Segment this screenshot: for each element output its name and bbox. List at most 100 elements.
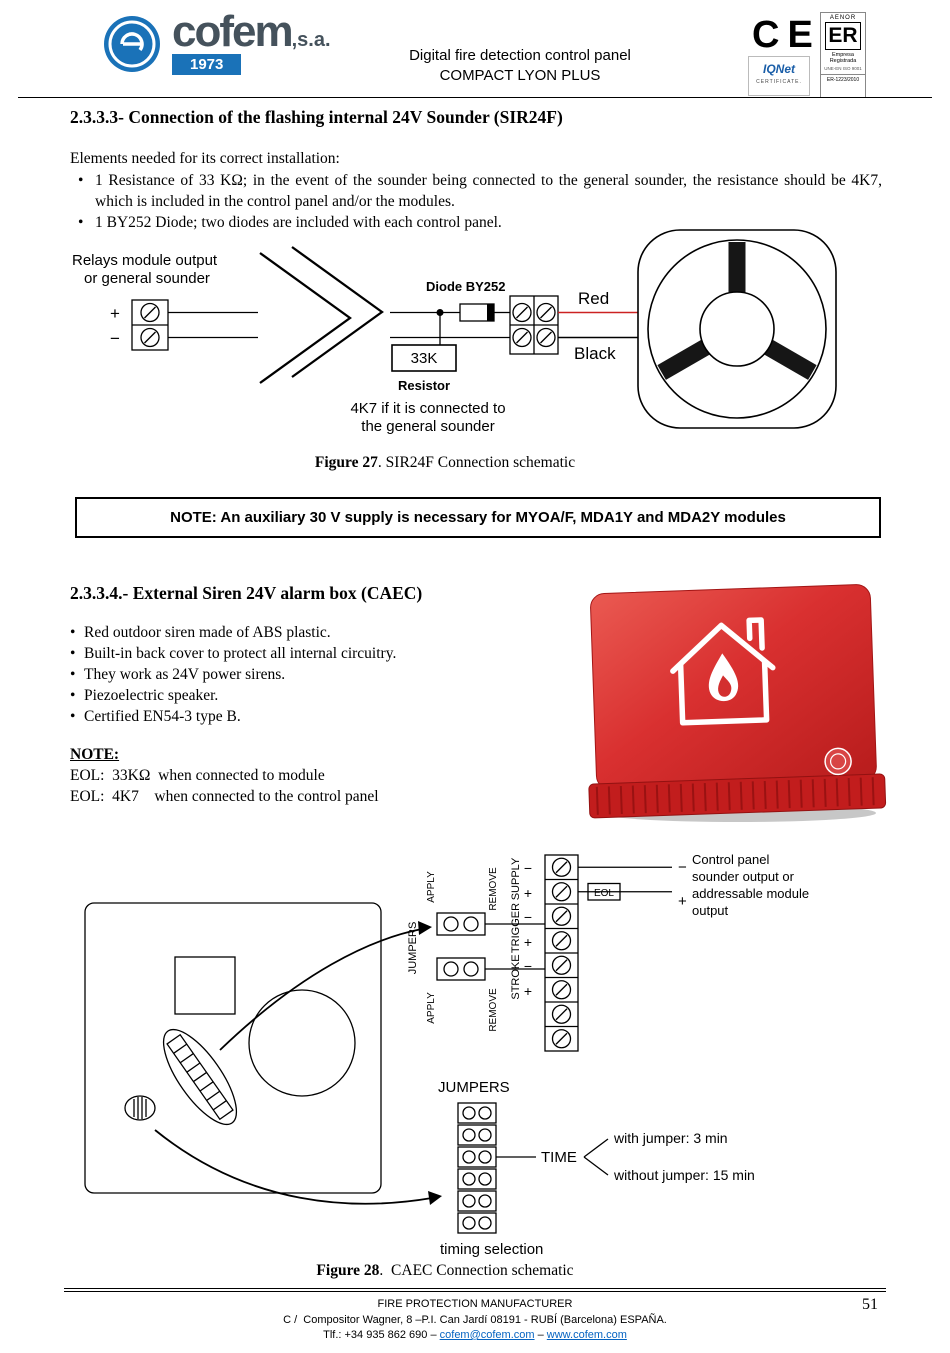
red-wire-label: Red	[578, 289, 609, 308]
terminal-strip	[544, 854, 579, 1052]
eol-label: EOL	[594, 888, 614, 899]
trigger-label: TRIGGER	[510, 903, 522, 953]
eol-note-label-text: NOTE:	[70, 746, 120, 763]
jumpers-heading: JUMPERS	[438, 1079, 510, 1096]
list-item: Certified EN54-3 type B.	[70, 706, 570, 727]
sounder-drawing	[637, 229, 837, 429]
sounder-terminal-block	[509, 295, 559, 355]
section-title-sir24f: 2.3.3.3- Connection of the flashing inte…	[70, 107, 563, 127]
figure28-caption-text: . CAEC Connection schematic	[379, 1262, 574, 1279]
caec-siren-image	[588, 584, 887, 822]
house-flame-icon	[670, 617, 776, 726]
document-title: Digital fire detection control panel COM…	[320, 46, 720, 86]
ce-mark: CE	[752, 14, 821, 56]
minus-sign: −	[110, 329, 120, 348]
footer-phone: Tlf.: +34 935 862 690 –	[323, 1329, 440, 1341]
iqnet-logo-text: IQNet	[762, 62, 795, 76]
document-title-line1: Digital fire detection control panel	[409, 47, 631, 64]
cofem-logo-text-block: cofem,s.a. 1973	[172, 10, 331, 75]
flame-inner	[718, 675, 732, 697]
strobe-plus-sign: +	[524, 983, 532, 999]
relays-output-label-line2: or general sounder	[84, 270, 210, 287]
cofem-logo: cofem,s.a. 1973	[98, 10, 331, 80]
left-terminal-block	[131, 299, 169, 351]
footer: FIRE PROTECTION MANUFACTURER C / Composi…	[0, 1297, 950, 1344]
timing-selection-label: timing selection	[440, 1241, 543, 1258]
caec-bullet-list: Red outdoor siren made of ABS plastic. B…	[70, 622, 570, 727]
list-item: 1 BY252 Diode; two diodes are included w…	[70, 212, 882, 233]
siren-emblem	[824, 747, 852, 776]
footer-divider	[64, 1288, 886, 1292]
cofem-logo-icon	[104, 16, 160, 72]
without-jumper-label: without jumper: 15 min	[613, 1167, 755, 1183]
list-item: Piezoelectric speaker.	[70, 685, 570, 706]
figure28-caption: Figure 28. CAEC Connection schematic	[0, 1262, 890, 1280]
aenor-certificate-badge: AENOR ER Empresa Registrada UNE-EN ISO 9…	[820, 12, 866, 98]
iqnet-certificate-badge: IQNet CERTIFICATE.	[748, 56, 810, 96]
section-title-caec: 2.3.3.4.- External Siren 24V alarm box (…	[70, 583, 423, 603]
figure28-caption-number: Figure 28	[316, 1262, 380, 1279]
resistor-note-line2: the general sounder	[361, 418, 494, 435]
footer-separator: –	[534, 1329, 547, 1341]
list-item: 1 Resistance of 33 KΩ; in the event of t…	[70, 170, 882, 212]
output-label-line4: output	[692, 903, 729, 918]
resistor-value: 33K	[411, 350, 438, 367]
eol-note-label: NOTE:	[70, 744, 119, 765]
eol-panel-line: EOL: 4K7 when connected to the control p…	[70, 788, 379, 805]
pointer-arrow-bottom	[154, 1129, 442, 1205]
aenor-iso-label: UNE-EN ISO 9001	[824, 66, 862, 71]
supply-minus-sign: −	[524, 860, 532, 876]
siren-backbox-drawing	[84, 902, 382, 1194]
figure27-caption: Figure 27. SIR24F Connection schematic	[0, 454, 890, 472]
strobe-minus-sign: −	[524, 958, 532, 974]
sir24f-intro: Elements needed for its correct installa…	[70, 150, 340, 167]
eol-box: EOL	[587, 882, 621, 901]
jumpers-vertical-label: JUMPERS	[407, 922, 419, 975]
list-item: Built-in back cover to protect all inter…	[70, 643, 570, 664]
list-item: Red outdoor siren made of ABS plastic.	[70, 622, 570, 643]
footer-email-link[interactable]: cofem@cofem.com	[439, 1329, 535, 1341]
with-jumper-label: with jumper: 3 min	[613, 1130, 728, 1146]
siren-lens-band	[588, 773, 887, 819]
list-item: They work as 24V power sirens.	[70, 664, 570, 685]
supply-label: SUPPLY	[510, 857, 522, 900]
relays-output-label-line1: Relays module output	[72, 252, 218, 269]
resistor-label: Resistor	[398, 378, 450, 393]
page-number: 51	[862, 1296, 878, 1313]
document-title-line2: COMPACT LYON PLUS	[439, 67, 601, 84]
footer-website-link[interactable]: www.cofem.com	[546, 1329, 627, 1341]
figure28-schematic: JUMPERS APPLY REMOVE APPLY REMOVE	[84, 852, 809, 1258]
figure27-schematic: Relays module output or general sounder …	[72, 229, 837, 435]
jumper-block-bottom	[436, 957, 545, 981]
resistor-box	[391, 344, 457, 372]
time-brace	[583, 1138, 609, 1176]
output-label-line3: addressable module	[692, 886, 809, 901]
figure27-caption-number: Figure 27	[314, 454, 378, 471]
iqnet-certificate-label: CERTIFICATE.	[756, 79, 802, 85]
output-plus-sign: +	[678, 893, 687, 910]
grille-detail	[124, 1095, 156, 1121]
apply-label-top: APPLY	[426, 871, 437, 903]
header-divider	[18, 97, 932, 98]
jumper-block-top	[436, 912, 545, 936]
strobe-label: STROKE	[510, 954, 522, 999]
remove-label-top: REMOVE	[488, 867, 499, 911]
trigger-plus-sign: +	[524, 934, 532, 950]
resistor-note-line1: 4K7 if it is connected to	[350, 400, 505, 417]
figure27-caption-text: . SIR24F Connection schematic	[377, 454, 576, 471]
plus-sign: +	[110, 304, 120, 323]
footer-contact: Tlf.: +34 935 862 690 – cofem@cofem.com …	[0, 1328, 950, 1344]
output-minus-sign: −	[678, 859, 687, 876]
diode-label: Diode BY252	[426, 279, 505, 294]
logo-suffix-text: ,s.a.	[291, 29, 331, 51]
black-wire-label: Black	[574, 344, 616, 363]
footer-address: C / Compositor Wagner, 8 –P.I. Can Jardí…	[283, 1313, 667, 1326]
trigger-minus-sign: −	[524, 909, 532, 925]
output-label-line2: sounder output or	[692, 869, 795, 884]
eol-module-line: EOL: 33KΩ when connected to module	[70, 767, 325, 784]
logo-year-badge: 1973	[172, 54, 242, 75]
aenor-label: AENOR	[829, 15, 857, 21]
remove-label-bottom: REMOVE	[488, 988, 499, 1032]
logo-brand-text: cofem	[172, 7, 294, 56]
